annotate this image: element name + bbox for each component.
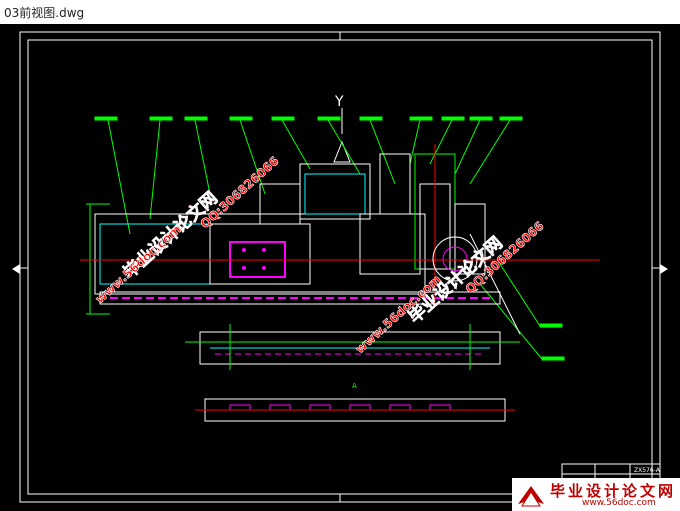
- title-bar: 03前视图.dwg: [0, 0, 680, 24]
- window-title: 03前视图.dwg: [4, 6, 85, 20]
- logo-url: www.56doc.com: [582, 498, 656, 508]
- lower-section-view: [185, 324, 520, 370]
- svg-text:ZX576-A: ZX576-A: [634, 467, 661, 474]
- gear-detail: [432, 233, 521, 335]
- bottom-section-view: [195, 398, 515, 422]
- section-label: A: [352, 382, 357, 390]
- cad-drawing: Y: [12, 31, 668, 503]
- logo-title: 毕业设计论文网: [550, 482, 677, 500]
- book-logo-icon: [518, 486, 544, 507]
- watermarks: 毕业设计论文网 www.56doc.com QQ:306826066 毕业设计论…: [92, 153, 547, 356]
- leader-labels: [86, 116, 565, 361]
- drawing-viewport[interactable]: Y: [0, 24, 680, 511]
- site-logo-band: 毕业设计论文网 www.56doc.com: [512, 478, 680, 511]
- view-arrow: [333, 140, 351, 163]
- view-marker: Y: [334, 94, 344, 110]
